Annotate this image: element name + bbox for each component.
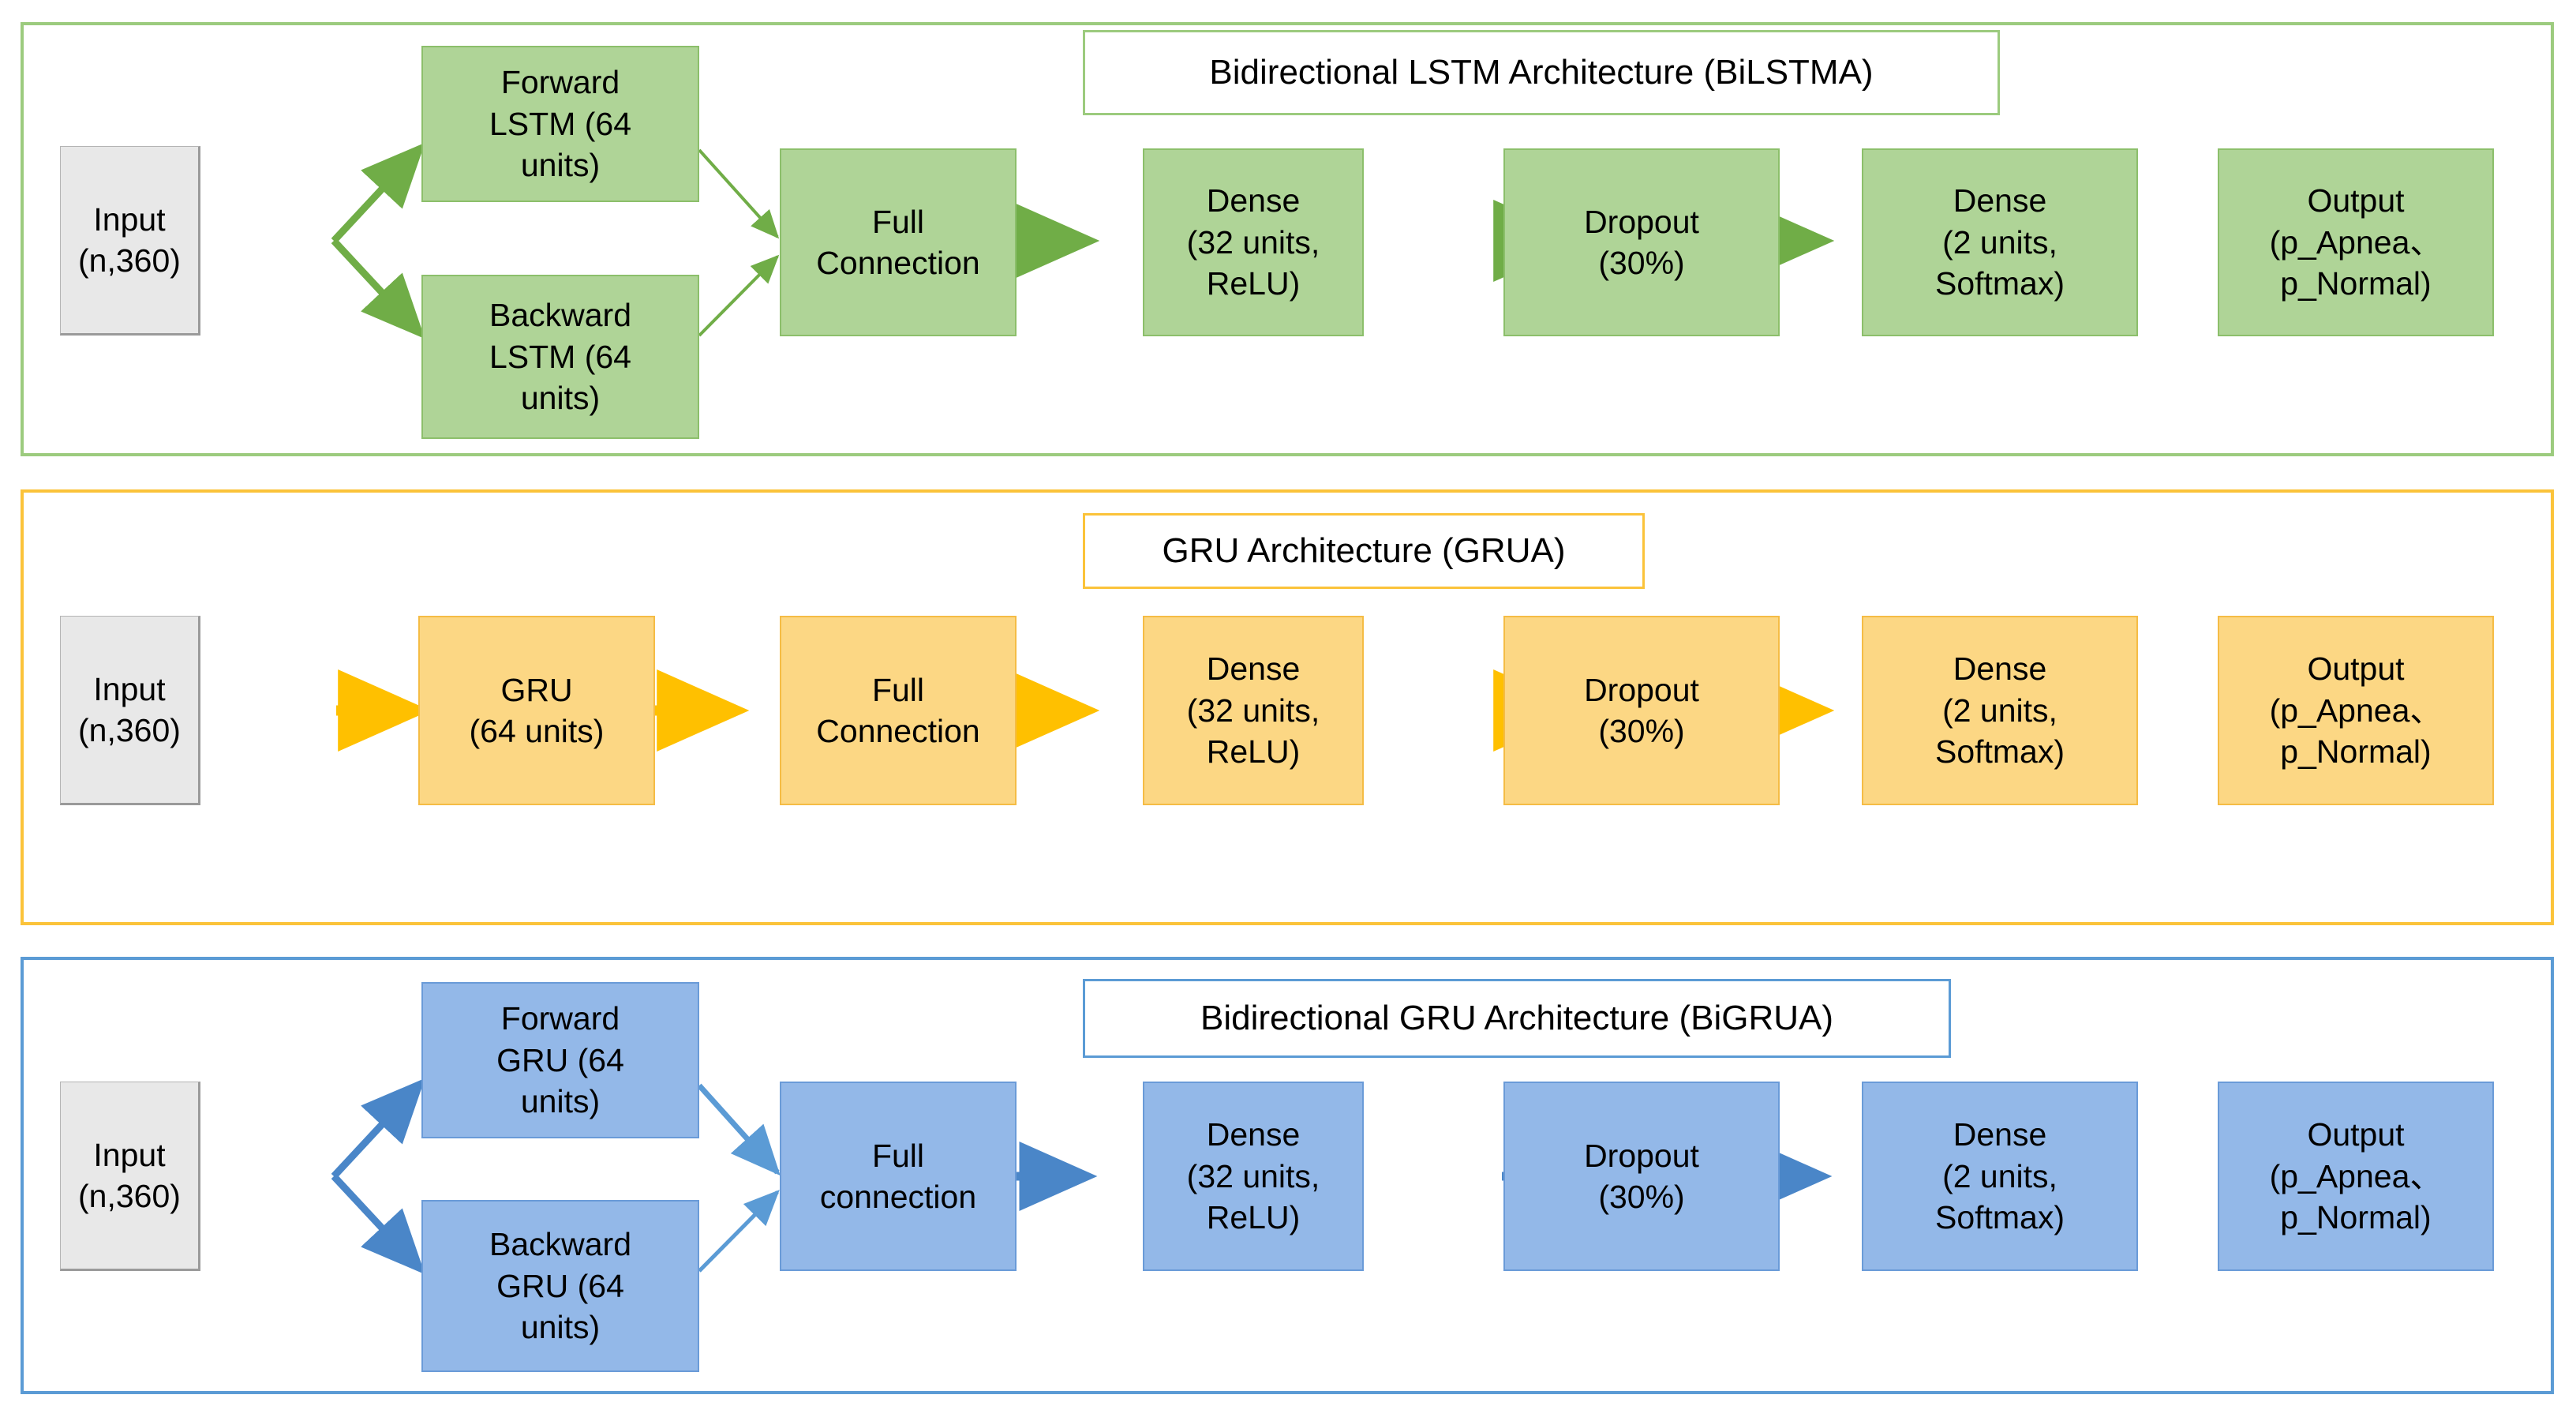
node-label: Dropout(30%) [1584, 203, 1699, 281]
node-label: Dense(32 units,ReLU) [1186, 651, 1320, 770]
node-output-grua: Output(p_Apnea、p_Normal) [2218, 616, 2494, 805]
node-input-bilstma: Input(n,360) [60, 146, 200, 336]
node-label: Dropout(30%) [1584, 1137, 1699, 1215]
node-label: Output(p_Apnea、p_Normal) [2269, 1116, 2443, 1236]
node-label: GRU(64 units) [469, 671, 605, 749]
panel-title-bilstma: Bidirectional LSTM Architecture (BiLSTMA… [1083, 30, 2000, 115]
node-dense2-bilstma: Dense(2 units,Softmax) [1862, 148, 2138, 336]
node-input-bigrua: Input(n,360) [60, 1082, 200, 1271]
node-label: Dense(32 units,ReLU) [1186, 1116, 1320, 1236]
node-label: Dense(2 units,Softmax) [1934, 1116, 2065, 1236]
node-dropout-bilstma: Dropout(30%) [1503, 148, 1780, 336]
node-output-bigrua: Output(p_Apnea、p_Normal) [2218, 1082, 2494, 1271]
node-dense2-bigrua: Dense(2 units,Softmax) [1862, 1082, 2138, 1271]
panel-title-grua: GRU Architecture (GRUA) [1083, 513, 1645, 589]
node-gru: GRU(64 units) [418, 616, 655, 805]
node-label: Output(p_Apnea、p_Normal) [2269, 182, 2443, 302]
node-label: Input(n,360) [78, 670, 181, 748]
node-input-grua: Input(n,360) [60, 616, 200, 805]
node-dense2-grua: Dense(2 units,Softmax) [1862, 616, 2138, 805]
node-label: Dense(2 units,Softmax) [1934, 651, 2065, 770]
node-dense1-grua: Dense(32 units,ReLU) [1143, 616, 1364, 805]
node-label: Input(n,360) [78, 201, 181, 279]
node-dense1-bigrua: Dense(32 units,ReLU) [1143, 1082, 1364, 1271]
node-label: Input(n,360) [78, 1136, 181, 1214]
node-label: Output(p_Apnea、p_Normal) [2269, 651, 2443, 770]
node-dense1-bilstma: Dense(32 units,ReLU) [1143, 148, 1364, 336]
panel-title-bigrua: Bidirectional GRU Architecture (BiGRUA) [1083, 979, 1951, 1058]
node-label: Dense(32 units,ReLU) [1186, 182, 1320, 302]
node-dropout-grua: Dropout(30%) [1503, 616, 1780, 805]
node-output-bilstma: Output(p_Apnea、p_Normal) [2218, 148, 2494, 336]
node-label: Dropout(30%) [1584, 671, 1699, 749]
node-dropout-bigrua: Dropout(30%) [1503, 1082, 1780, 1271]
node-label: Dense(2 units,Softmax) [1934, 182, 2065, 302]
